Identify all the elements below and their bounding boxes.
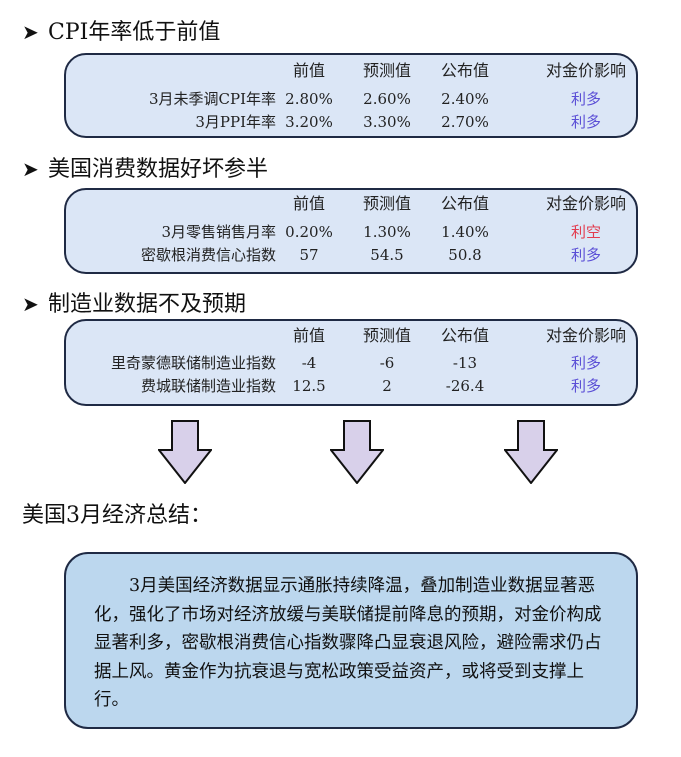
row-forecast: -6 xyxy=(379,354,395,372)
col-impact: 对金价影响 xyxy=(545,194,626,213)
section-1-panel: 前值 预测值 公布值 对金价影响 3月未季调CPI年率 2.80% 2.60% … xyxy=(64,53,638,138)
row-actual: 2.70% xyxy=(441,113,489,131)
table-row: 3月PPI年率 3.20% 3.30% 2.70% 利多 xyxy=(66,111,636,133)
col-actual: 公布值 xyxy=(440,326,489,345)
row-prev: 3.20% xyxy=(285,113,333,131)
row-name: 密歇根消费信心指数 xyxy=(140,246,276,264)
table-row: 3月未季调CPI年率 2.80% 2.60% 2.40% 利多 xyxy=(66,88,636,110)
col-forecast: 预测值 xyxy=(362,326,411,345)
row-impact: 利多 xyxy=(570,113,601,131)
section-1-heading: ➤ CPI年率低于前值 xyxy=(22,14,220,46)
section-3-panel: 前值 预测值 公布值 对金价影响 里奇蒙德联储制造业指数 -4 -6 -13 利… xyxy=(64,319,638,406)
row-name: 3月PPI年率 xyxy=(195,113,276,131)
row-prev: -4 xyxy=(301,354,317,372)
summary-title: 美国3月经济总结： xyxy=(22,503,212,528)
row-actual: 2.40% xyxy=(441,90,489,108)
col-forecast: 预测值 xyxy=(362,61,411,80)
row-name: 里奇蒙德联储制造业指数 xyxy=(110,354,276,372)
row-forecast: 2 xyxy=(382,377,392,395)
table-header: 前值 预测值 公布值 对金价影响 xyxy=(66,193,636,215)
row-impact: 利多 xyxy=(570,246,601,264)
row-actual: -13 xyxy=(452,354,478,372)
down-arrow-icon xyxy=(330,420,384,484)
arrow-bullet-icon: ➤ xyxy=(22,20,39,44)
table-row: 费城联储制造业指数 12.5 2 -26.4 利多 xyxy=(66,375,636,397)
col-prev: 前值 xyxy=(292,194,325,213)
table-row: 3月零售销售月率 0.20% 1.30% 1.40% 利空 xyxy=(66,221,636,243)
col-forecast: 预测值 xyxy=(362,194,411,213)
down-arrow-icon xyxy=(158,420,212,484)
table-header: 前值 预测值 公布值 对金价影响 xyxy=(66,60,636,82)
down-arrow-icon xyxy=(504,420,558,484)
row-impact: 利多 xyxy=(570,90,601,108)
arrow-bullet-icon: ➤ xyxy=(22,292,39,316)
row-actual: -26.4 xyxy=(445,377,485,395)
row-prev: 12.5 xyxy=(292,377,326,395)
col-actual: 公布值 xyxy=(440,194,489,213)
row-forecast: 3.30% xyxy=(363,113,411,131)
col-impact: 对金价影响 xyxy=(545,326,626,345)
row-forecast: 2.60% xyxy=(363,90,411,108)
row-actual: 1.40% xyxy=(441,223,489,241)
row-impact: 利空 xyxy=(570,223,601,241)
row-prev: 57 xyxy=(299,246,319,264)
row-impact: 利多 xyxy=(570,377,601,395)
section-2-title: 美国消费数据好坏参半 xyxy=(48,157,269,182)
row-forecast: 54.5 xyxy=(370,246,404,264)
summary-text: 3月美国经济数据显示通胀持续降温，叠加制造业数据显著恶化，强化了市场对经济放缓与… xyxy=(94,576,602,710)
section-1-title: CPI年率低于前值 xyxy=(48,20,221,45)
row-forecast: 1.30% xyxy=(363,223,411,241)
section-2-heading: ➤ 美国消费数据好坏参半 xyxy=(22,151,268,183)
row-name: 费城联储制造业指数 xyxy=(140,377,276,395)
col-prev: 前值 xyxy=(292,326,325,345)
row-name: 3月未季调CPI年率 xyxy=(148,90,276,108)
section-2-panel: 前值 预测值 公布值 对金价影响 3月零售销售月率 0.20% 1.30% 1.… xyxy=(64,188,638,274)
section-3-heading: ➤ 制造业数据不及预期 xyxy=(22,286,246,318)
summary-panel: 3月美国经济数据显示通胀持续降温，叠加制造业数据显著恶化，强化了市场对经济放缓与… xyxy=(64,552,638,729)
row-prev: 0.20% xyxy=(285,223,333,241)
table-row: 里奇蒙德联储制造业指数 -4 -6 -13 利多 xyxy=(66,352,636,374)
row-name: 3月零售销售月率 xyxy=(161,223,276,241)
arrow-bullet-icon: ➤ xyxy=(22,157,39,181)
row-impact: 利多 xyxy=(570,354,601,372)
col-impact: 对金价影响 xyxy=(545,61,626,80)
col-actual: 公布值 xyxy=(440,61,489,80)
row-prev: 2.80% xyxy=(285,90,333,108)
col-prev: 前值 xyxy=(292,61,325,80)
table-header: 前值 预测值 公布值 对金价影响 xyxy=(66,325,636,347)
row-actual: 50.8 xyxy=(448,246,482,264)
section-3-title: 制造业数据不及预期 xyxy=(48,292,247,317)
table-row: 密歇根消费信心指数 57 54.5 50.8 利多 xyxy=(66,244,636,266)
